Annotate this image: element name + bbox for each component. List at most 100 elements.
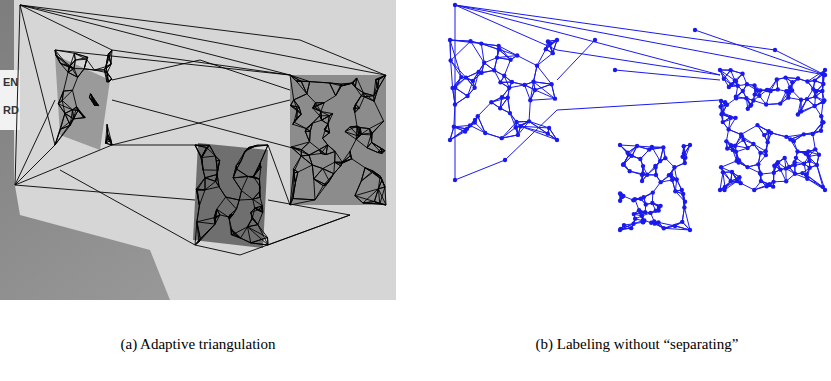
mesh-edge: [301, 156, 312, 165]
mesh-edge: [326, 151, 335, 154]
mesh-edge: [309, 155, 312, 165]
mesh-edge: [293, 199, 315, 200]
mesh-edge: [537, 66, 552, 85]
mesh-edge: [517, 56, 537, 66]
mesh-edge: [215, 156, 219, 160]
mesh-edge: [502, 135, 518, 138]
mesh-edge: [233, 165, 236, 178]
mesh-edge: [205, 178, 216, 182]
mesh-edge: [313, 108, 320, 116]
mesh-edge: [255, 206, 263, 208]
mesh-edge: [350, 151, 352, 159]
mesh-edge: [455, 96, 468, 104]
mesh-edge: [324, 129, 329, 132]
mesh-edge: [291, 142, 309, 147]
mesh-edge: [721, 167, 731, 181]
mesh-edge: [215, 219, 216, 225]
mesh-edge: [330, 83, 342, 84]
mesh-edge: [195, 224, 215, 245]
mesh-edge: [229, 215, 233, 220]
mesh-edge: [326, 174, 334, 185]
mesh-edge: [478, 102, 492, 116]
mesh-edge: [55, 50, 61, 64]
mesh-edge: [229, 219, 231, 229]
mesh-edge: [241, 238, 251, 243]
mesh-edge: [374, 101, 384, 121]
mesh-edge: [20, 5, 112, 50]
mesh-edge: [20, 5, 290, 75]
mesh-edge: [84, 69, 94, 70]
mesh-edge: [324, 129, 329, 133]
mesh-edge: [355, 112, 357, 126]
mesh-edge: [201, 158, 203, 170]
mesh-edge: [236, 200, 239, 209]
poster: [193, 143, 268, 248]
mesh-edge: [72, 110, 73, 119]
mesh-edge: [203, 170, 205, 178]
mesh-edge: [60, 170, 195, 245]
mesh-edge: [533, 66, 537, 82]
mesh-edge: [220, 215, 228, 217]
mesh-edge: [307, 94, 316, 103]
mesh-edge: [371, 133, 373, 143]
mesh-edge: [312, 165, 313, 179]
mesh-edge: [94, 70, 107, 73]
mesh-edge: [467, 116, 478, 129]
mesh-edge: [322, 116, 330, 121]
mesh-edge: [241, 150, 246, 161]
mesh-edge: [329, 174, 334, 181]
mesh-edge: [237, 169, 248, 176]
mesh-edge: [363, 93, 373, 96]
mesh-edge: [310, 82, 330, 83]
mesh-edge: [533, 82, 551, 84]
mesh-edge: [197, 189, 205, 190]
mesh-edge: [301, 81, 307, 93]
mesh-edge: [290, 106, 297, 110]
mesh-edge: [268, 200, 350, 215]
mesh-edge: [374, 75, 386, 96]
mesh-edge: [485, 133, 501, 138]
mesh-edge: [84, 57, 88, 69]
mesh-edge: [20, 5, 55, 145]
mesh-edge: [106, 134, 108, 143]
mesh-edge: [55, 50, 69, 67]
mesh-edge: [215, 209, 216, 218]
mesh-edge: [335, 151, 342, 162]
mesh-edge: [307, 82, 310, 94]
mesh-edge: [333, 162, 335, 173]
mesh-edge: [197, 222, 199, 242]
mesh-edge: [324, 124, 328, 129]
mesh-edge: [199, 190, 205, 206]
mesh-edge: [290, 75, 294, 100]
mesh-edge: [203, 169, 218, 170]
mesh-edge: [310, 82, 330, 83]
mesh-edge: [323, 162, 335, 168]
mesh-edge: [230, 214, 233, 215]
mesh-edge: [70, 53, 74, 66]
mesh-edge: [334, 151, 335, 162]
mesh-edge: [216, 161, 217, 170]
mesh-edge: [74, 118, 85, 119]
mesh-edge: [296, 81, 307, 94]
mesh-edge: [74, 110, 79, 118]
mesh-edge: [312, 165, 313, 179]
mesh-edge: [335, 162, 343, 163]
mesh-edge: [73, 90, 77, 107]
mesh-edge: [367, 148, 378, 153]
mesh-edge: [320, 111, 322, 120]
mesh-edge: [226, 197, 237, 209]
mesh-edge: [319, 150, 321, 154]
mesh-edge: [481, 44, 499, 50]
mesh-edge: [15, 5, 20, 185]
mesh-edge: [293, 124, 306, 128]
mesh-edge: [350, 126, 357, 128]
mesh-edge: [314, 169, 323, 179]
mesh-edge: [251, 210, 259, 213]
mesh-edge: [798, 106, 815, 114]
mesh-edge: [298, 165, 312, 172]
mesh-edge: [352, 159, 365, 168]
mesh-edge: [314, 169, 323, 179]
mesh-edge: [307, 82, 310, 94]
mesh-edge: [360, 128, 369, 129]
